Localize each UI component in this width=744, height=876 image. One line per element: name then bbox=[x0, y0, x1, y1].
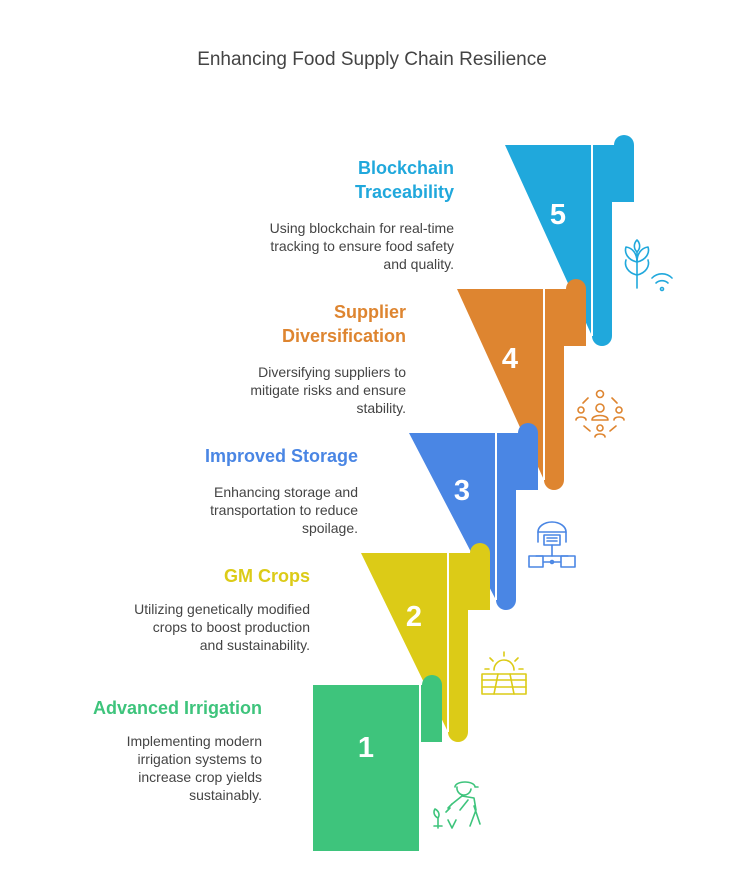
step-4-heading: Supplier Diversification bbox=[281, 302, 406, 346]
step-4-ribbon bbox=[457, 279, 586, 490]
step-1-number: 1 bbox=[357, 732, 375, 764]
step-5-ribbon bbox=[505, 135, 634, 346]
step-3-description: Enhancing storage and transportation to … bbox=[210, 484, 358, 536]
sun-over-field-icon bbox=[481, 651, 527, 695]
step-3-heading: Improved Storage bbox=[204, 446, 358, 466]
step-2-heading: GM Crops bbox=[223, 566, 310, 586]
farmer-watering-icon bbox=[433, 781, 481, 829]
step-2-description: Utilizing genetically modified crops to … bbox=[134, 601, 310, 653]
step-1-ribbon bbox=[313, 675, 442, 851]
plant-wifi-icon bbox=[624, 239, 673, 292]
diagram-title: Enhancing Food Supply Chain Resilience bbox=[197, 49, 547, 70]
step-4-description: Diversifying suppliers to mitigate risks… bbox=[250, 364, 406, 416]
step-4-number: 4 bbox=[501, 343, 519, 375]
step-5-number: 5 bbox=[549, 199, 567, 231]
step-2-ribbon bbox=[361, 543, 490, 742]
people-network-icon bbox=[575, 389, 625, 438]
step-1-heading: Advanced Irrigation bbox=[92, 698, 262, 718]
step-5-heading: Blockchain Traceability bbox=[354, 158, 454, 202]
step-1-description: Implementing modern irrigation systems t… bbox=[126, 733, 262, 803]
step-3-number: 3 bbox=[453, 475, 471, 507]
warehouse-network-icon bbox=[528, 521, 576, 568]
step-2-number: 2 bbox=[405, 601, 423, 633]
step-5-description: Using blockchain for real-time tracking … bbox=[269, 220, 454, 272]
step-3-ribbon bbox=[409, 423, 538, 610]
